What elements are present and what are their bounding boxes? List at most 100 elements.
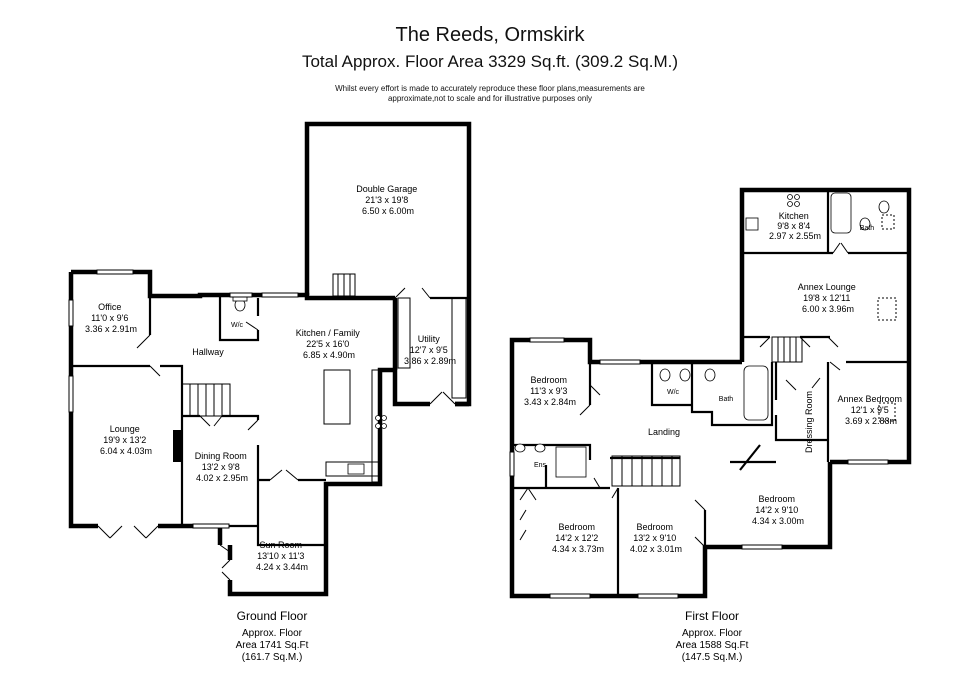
svg-text:Kitchen / Family 22'5: Kitchen / Family 22'5 x 16'0 6.85 x 4.90… bbox=[296, 328, 363, 360]
ground-floor-area-line-3: (161.7 Sq.M.) bbox=[242, 652, 303, 663]
room-metric-kitchen-family: 6.85 x 4.90m bbox=[303, 350, 355, 360]
ground-floor-area-line-1: Approx. Floor bbox=[242, 628, 303, 639]
first-floor-area-line-3: (147.5 Sq.M.) bbox=[682, 652, 743, 663]
first-floor-area-line-1: Approx. Floor bbox=[682, 628, 743, 639]
room-name-wc-ground: W/c bbox=[231, 322, 244, 329]
landing-stairs bbox=[611, 455, 681, 487]
skylight bbox=[878, 402, 896, 422]
svg-text:Office 11'0 x 9'6: Office 11'0 x 9'6 3.36 x 2.91m bbox=[85, 302, 137, 334]
room-name-annex-lounge: Annex Lounge bbox=[798, 282, 856, 292]
toilet-icon bbox=[659, 368, 671, 382]
utility-units bbox=[397, 297, 467, 399]
toilet-icon bbox=[679, 368, 691, 382]
sink-icon bbox=[745, 217, 759, 231]
svg-text:Hallway: Hallway bbox=[192, 347, 224, 357]
room-metric-bedroom-2: 4.34 x 3.73m bbox=[552, 544, 604, 554]
room-metric-double-garage: 6.50 x 6.00m bbox=[362, 206, 414, 216]
sink-icon bbox=[347, 463, 365, 475]
room-name-hallway: Hallway bbox=[192, 347, 224, 357]
toilet-icon bbox=[704, 368, 716, 382]
toilet-icon bbox=[878, 200, 890, 214]
room-metric-lounge: 6.04 x 4.03m bbox=[100, 446, 152, 456]
hob-icon bbox=[375, 415, 387, 429]
svg-text:Annex Lounge 19'8 x 12: Annex Lounge 19'8 x 12'11 6.00 x 3.96m bbox=[798, 282, 859, 314]
room-name-main-bath: Bath bbox=[719, 396, 734, 403]
first-floor-outline bbox=[509, 337, 833, 599]
disclaimer: Whilst every effort is made to accuratel… bbox=[0, 84, 980, 104]
room-imperial-utility: 12'7 x 9'5 bbox=[410, 345, 448, 355]
room-metric-bedroom-3: 4.02 x 3.01m bbox=[630, 544, 682, 554]
ground-floor-plan: Double Garage 21'3 x 19'8 6.50 x 6.00m O… bbox=[68, 121, 472, 663]
room-imperial-bedroom-4: 14'2 x 9'10 bbox=[755, 505, 798, 515]
toilet-icon bbox=[514, 443, 526, 453]
bath-icon bbox=[830, 192, 852, 234]
svg-text:Double Garage 21'3 x 1: Double Garage 21'3 x 19'8 6.50 x 6.00m bbox=[356, 184, 420, 216]
room-name-kitchen-family: Kitchen / Family bbox=[296, 328, 361, 338]
room-name-utility: Utility bbox=[418, 334, 440, 344]
disclaimer-line-1: Whilst every effort is made to accuratel… bbox=[335, 84, 645, 93]
room-name-bedroom-4: Bedroom bbox=[758, 494, 795, 504]
room-imperial-bedroom-2: 14'2 x 12'2 bbox=[555, 533, 598, 543]
room-name-sun-room: Sun Room bbox=[259, 540, 302, 550]
room-metric-annex-bedroom: 3.69 x 2.88m bbox=[845, 416, 897, 426]
room-metric-dining-room: 4.02 x 2.95m bbox=[196, 473, 248, 483]
hob-icon bbox=[787, 194, 800, 207]
svg-text:Ens: Ens bbox=[534, 462, 547, 469]
room-metric-annex-lounge: 6.00 x 3.96m bbox=[802, 304, 854, 314]
svg-text:Kitchen 9'8 x 8'4: Kitchen 9'8 x 8'4 2.97 x 2.55m bbox=[769, 211, 821, 241]
room-metric-office: 3.36 x 2.91m bbox=[85, 324, 137, 334]
svg-text:Annex Bedroom 12'1 x 9: Annex Bedroom 12'1 x 9'5 3.69 x 2.88m bbox=[837, 394, 904, 426]
annex-interior bbox=[742, 190, 909, 462]
room-imperial-kitchen-family: 22'5 x 16'0 bbox=[306, 339, 349, 349]
room-imperial-lounge: 19'9 x 13'2 bbox=[103, 435, 146, 445]
room-name-annex-bath: Bath bbox=[860, 225, 875, 232]
first-floor-area-line-2: Area 1588 Sq.Ft bbox=[676, 640, 749, 651]
svg-text:Bath: Bath bbox=[719, 396, 734, 403]
room-name-bedroom-3: Bedroom bbox=[636, 522, 673, 532]
garage-steps bbox=[332, 273, 356, 297]
ground-floor-area-line-2: Area 1741 Sq.Ft bbox=[236, 640, 309, 651]
svg-text:Landing: Landing bbox=[648, 427, 680, 437]
ground-windows bbox=[68, 269, 299, 529]
room-imperial-office: 11'0 x 9'6 bbox=[91, 313, 128, 323]
svg-text:Bedroom 13'2 x 9'10: Bedroom 13'2 x 9'10 4.02 x 3.01m bbox=[630, 522, 682, 554]
room-name-lounge: Lounge bbox=[110, 424, 140, 434]
shower-icon bbox=[555, 446, 587, 478]
room-metric-bedroom-1: 3.43 x 2.84m bbox=[524, 397, 576, 407]
room-name-annex-kitchen: Kitchen bbox=[779, 211, 809, 221]
room-metric-annex-kitchen: 2.97 x 2.55m bbox=[769, 231, 821, 241]
bath-icon bbox=[743, 365, 769, 421]
hallway-stairs bbox=[181, 383, 231, 417]
room-name-bedroom-2: Bedroom bbox=[558, 522, 595, 532]
ground-doors bbox=[97, 287, 456, 581]
room-imperial-annex-kitchen: 9'8 x 8'4 bbox=[777, 221, 810, 231]
first-floor-interior bbox=[512, 362, 776, 596]
svg-text:Lounge 19'9 x 13'2: Lounge 19'9 x 13'2 6.04 x 4.03m bbox=[100, 424, 152, 456]
svg-text:Bedroom 14'2 x 9'10: Bedroom 14'2 x 9'10 4.34 x 3.00m bbox=[752, 494, 804, 526]
first-floor-fixtures bbox=[514, 192, 897, 478]
first-floor-doors bbox=[519, 242, 849, 548]
annex-stairs bbox=[771, 336, 803, 363]
room-imperial-annex-bedroom: 12'1 x 9'5 bbox=[851, 405, 889, 415]
ground-floor-label: Ground Floor bbox=[237, 609, 308, 623]
toilet-icon bbox=[534, 443, 546, 453]
toilet-icon bbox=[859, 217, 871, 231]
room-name-wc-first: W/c bbox=[667, 389, 680, 396]
skylight bbox=[877, 297, 897, 321]
room-imperial-dining-room: 13'2 x 9'8 bbox=[202, 462, 240, 472]
room-name-double-garage: Double Garage bbox=[356, 184, 417, 194]
svg-text:W/c: W/c bbox=[667, 389, 680, 396]
room-imperial-sun-room: 13'10 x 11'3 bbox=[257, 551, 304, 561]
room-name-landing: Landing bbox=[648, 427, 680, 437]
room-imperial-bedroom-1: 11'3 x 9'3 bbox=[530, 386, 567, 396]
svg-text:Dining Room 13'2 x 9'8: Dining Room 13'2 x 9'8 4.02 x 2.95m bbox=[195, 451, 250, 483]
svg-text:W/c: W/c bbox=[231, 322, 244, 329]
office-outline bbox=[71, 269, 395, 301]
room-name-ensuite: Ens bbox=[534, 462, 547, 469]
room-name-annex-bedroom: Annex Bedroom bbox=[837, 394, 902, 404]
room-name-bedroom-1: Bedroom bbox=[530, 375, 567, 385]
page-title: The Reeds, Ormskirk bbox=[395, 24, 585, 46]
first-floor-plan: Kitchen 9'8 x 8'4 2.97 x 2.55m Bath Anne… bbox=[509, 187, 912, 663]
room-name-dressing-room: Dressing Room bbox=[804, 391, 814, 453]
